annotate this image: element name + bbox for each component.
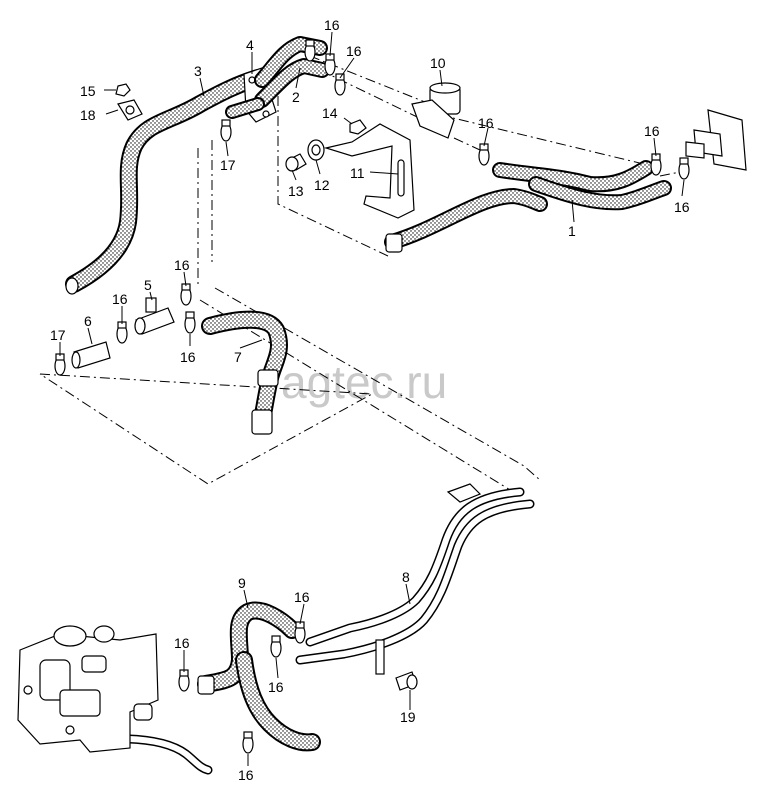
heater-unit: [17, 625, 159, 753]
callout-16: 16: [346, 43, 362, 59]
hose-1: [384, 160, 672, 253]
nut-15: [115, 83, 131, 97]
callout-12: 12: [314, 177, 330, 193]
clamp: [220, 119, 232, 142]
callout-16: 16: [268, 679, 284, 695]
bracket-11: [323, 123, 415, 219]
clamp: [650, 153, 662, 176]
bolt-13: [285, 153, 307, 172]
clamp: [294, 621, 306, 644]
watermark: vagtec.ru: [258, 356, 447, 408]
clamp: [54, 353, 66, 376]
callout-2: 2: [292, 89, 300, 105]
clamp: [324, 53, 336, 76]
clamp: [678, 157, 690, 180]
hose-2: [225, 36, 330, 119]
clamp: [180, 283, 192, 306]
grommet-12: [307, 139, 325, 161]
clamp: [334, 73, 346, 96]
callout-6: 6: [84, 313, 92, 329]
callout-4: 4: [246, 37, 254, 53]
holder-18: [117, 99, 143, 121]
clamp: [242, 731, 254, 754]
clamps: [54, 39, 690, 754]
callout-16: 16: [478, 115, 494, 131]
hose-3: [65, 69, 267, 295]
bolt-19: [395, 671, 418, 691]
callout-8: 8: [402, 569, 410, 585]
callout-10: 10: [430, 55, 446, 71]
callout-11: 11: [350, 165, 365, 181]
t-piece-5: [134, 297, 175, 335]
pipe-8: [295, 483, 535, 675]
hose-7: [201, 310, 288, 435]
clamp: [304, 39, 316, 62]
callout-16: 16: [644, 123, 660, 139]
callout-5: 5: [144, 277, 152, 293]
callout-16: 16: [324, 17, 340, 33]
bulkhead-connector: [685, 109, 747, 171]
clamp: [116, 321, 128, 344]
callout-17: 17: [220, 157, 236, 173]
callout-1: 1: [568, 223, 576, 239]
callout-16: 16: [174, 635, 190, 651]
callout-13: 13: [288, 183, 304, 199]
callout-7: 7: [234, 349, 242, 365]
callout-16: 16: [112, 291, 128, 307]
clamp: [184, 311, 196, 334]
callout-16: 16: [674, 199, 690, 215]
hose-9: [197, 601, 321, 752]
leader-lines: [59, 31, 685, 766]
callouts: 3 4 2 16 16 10 15 18 14 11 12 13 16 16 1…: [50, 17, 690, 783]
callout-16: 16: [174, 257, 190, 273]
callout-18: 18: [80, 107, 96, 123]
clamp: [478, 143, 490, 166]
callout-15: 15: [80, 83, 96, 99]
callout-17: 17: [50, 327, 66, 343]
assembly-lines: [39, 55, 691, 497]
callout-14: 14: [322, 105, 338, 121]
nut-14: [349, 119, 367, 135]
callout-3: 3: [194, 63, 202, 79]
callout-9: 9: [238, 575, 246, 591]
connector-6: [71, 341, 111, 369]
callout-16: 16: [180, 349, 196, 365]
callout-19: 19: [400, 709, 416, 725]
valve-10: [411, 82, 461, 139]
callout-16: 16: [238, 767, 254, 783]
callout-16: 16: [294, 589, 310, 605]
clamp: [178, 669, 190, 692]
clamp: [270, 635, 282, 658]
